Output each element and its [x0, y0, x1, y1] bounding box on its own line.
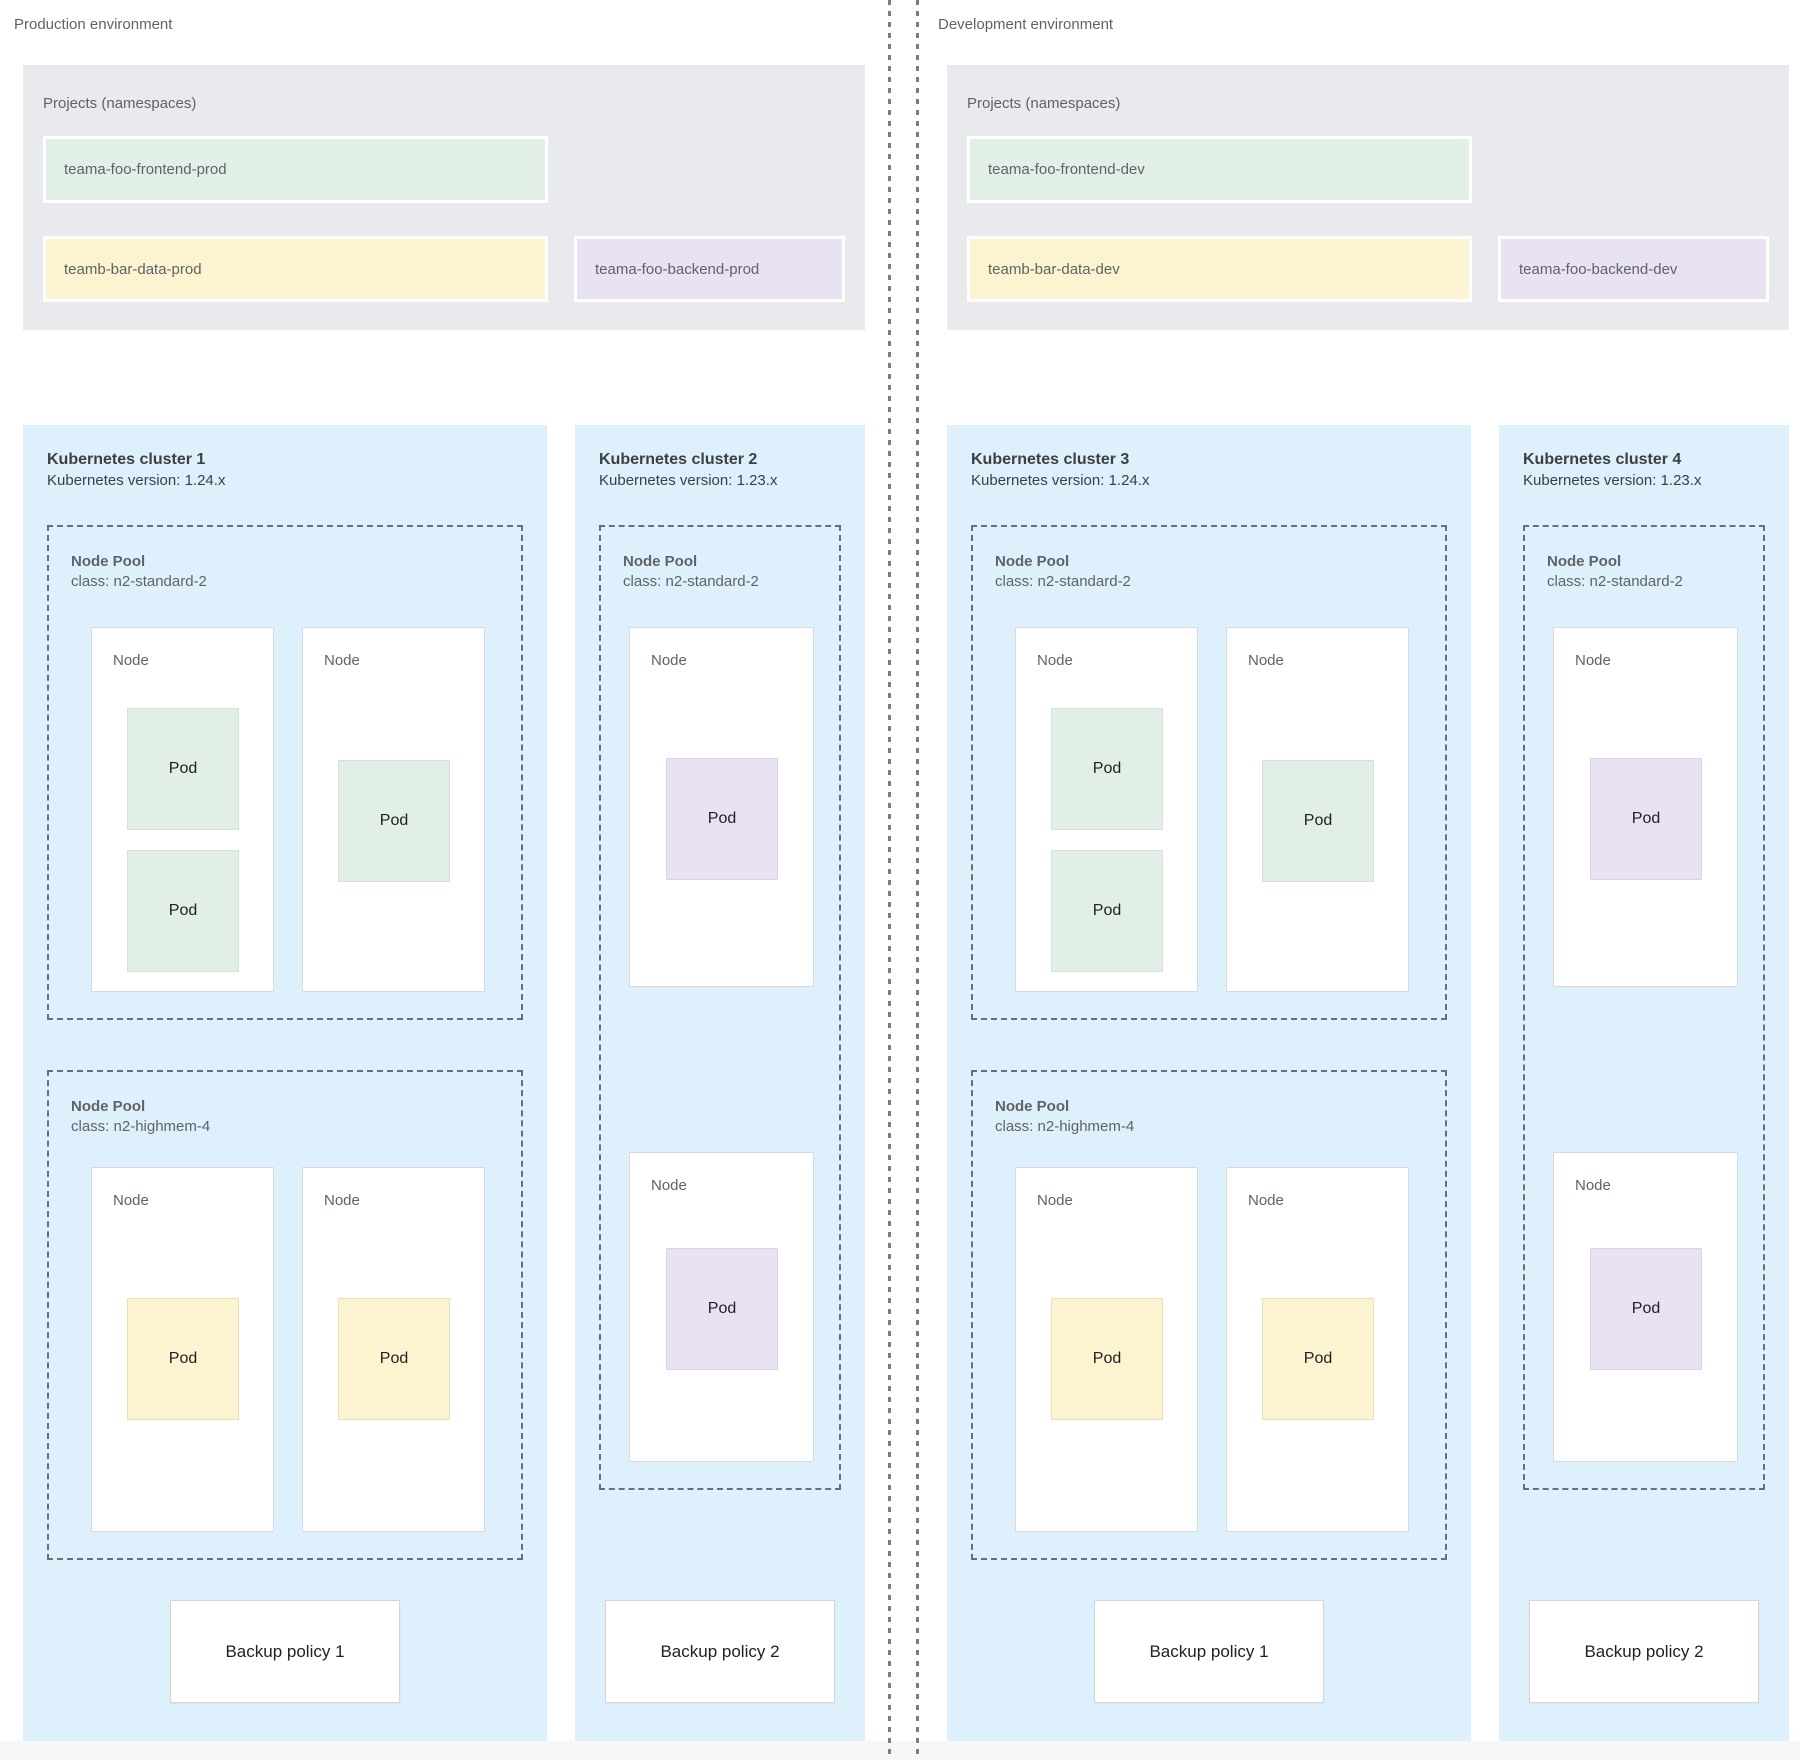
- node-label: Node: [1248, 1192, 1284, 1209]
- node-label: Node: [113, 652, 149, 669]
- node-pool-highmem: Node Pool class: n2-highmem-4 Node Pod N…: [47, 1070, 523, 1560]
- cluster-title: Kubernetes cluster 1: [47, 451, 206, 468]
- node-pool-standard: Node Pool class: n2-standard-2 Node Pod …: [47, 525, 523, 1020]
- bottom-margin-strip: [0, 1741, 1800, 1760]
- node: Node Pod: [1226, 627, 1409, 992]
- node-pool-standard: Node Pool class: n2-standard-2 Node Pod …: [1523, 525, 1765, 1490]
- node-label: Node: [1037, 1192, 1073, 1209]
- node-label: Node: [651, 1177, 687, 1194]
- projects-namespaces-box: Projects (namespaces) teama-foo-frontend…: [947, 65, 1789, 330]
- namespace-frontend: teama-foo-frontend-dev: [967, 136, 1472, 203]
- node-pool-class: class: n2-standard-2: [1547, 573, 1683, 590]
- kubernetes-cluster-3: Kubernetes cluster 3 Kubernetes version:…: [947, 425, 1471, 1741]
- node-label: Node: [324, 1192, 360, 1209]
- namespace-data: teamb-bar-data-prod: [43, 236, 548, 302]
- pod: Pod: [127, 850, 239, 972]
- kubernetes-cluster-4: Kubernetes cluster 4 Kubernetes version:…: [1499, 425, 1789, 1741]
- pod: Pod: [1590, 1248, 1702, 1370]
- node-pool-class: class: n2-highmem-4: [71, 1118, 211, 1135]
- cluster-title: Kubernetes cluster 2: [599, 451, 758, 468]
- node-pool-class: class: n2-standard-2: [623, 573, 759, 590]
- pod: Pod: [1262, 760, 1374, 882]
- backup-policy-1: Backup policy 1: [170, 1600, 400, 1703]
- cluster-version: Kubernetes version: 1.23.x: [599, 472, 778, 489]
- node: Node Pod: [1015, 1167, 1198, 1532]
- pod: Pod: [1051, 1298, 1163, 1420]
- pod: Pod: [666, 758, 778, 880]
- backup-policy-2: Backup policy 2: [605, 1600, 835, 1703]
- namespace-data: teamb-bar-data-dev: [967, 236, 1472, 302]
- node-label: Node: [1575, 1177, 1611, 1194]
- node: Node Pod: [629, 627, 814, 987]
- projects-title: Projects (namespaces): [43, 95, 197, 112]
- node-pool-standard: Node Pool class: n2-standard-2 Node Pod …: [971, 525, 1447, 1020]
- node: Node Pod: [91, 1167, 274, 1532]
- projects-title: Projects (namespaces): [967, 95, 1121, 112]
- node: Node Pod: [1553, 627, 1738, 987]
- node-pool-class: class: n2-highmem-4: [995, 1118, 1135, 1135]
- environment-label: Development environment: [938, 16, 1114, 33]
- node: Node Pod: [1553, 1152, 1738, 1462]
- kubernetes-cluster-1: Kubernetes cluster 1 Kubernetes version:…: [23, 425, 547, 1741]
- node-label: Node: [1037, 652, 1073, 669]
- cluster-title: Kubernetes cluster 4: [1523, 451, 1682, 468]
- node: Node Pod: [302, 627, 485, 992]
- node: Node Pod Pod: [1015, 627, 1198, 992]
- environment-development: Development environment Projects (namesp…: [924, 0, 1800, 1760]
- pod: Pod: [127, 1298, 239, 1420]
- node-pool-title: Node Pool: [71, 1098, 146, 1115]
- node: Node Pod: [629, 1152, 814, 1462]
- backup-policy-2: Backup policy 2: [1529, 1600, 1759, 1703]
- node-pool-title: Node Pool: [995, 1098, 1070, 1115]
- node: Node Pod Pod: [91, 627, 274, 992]
- node-label: Node: [1575, 652, 1611, 669]
- environment-divider-line: [916, 0, 919, 1760]
- pod: Pod: [1051, 850, 1163, 972]
- backup-policy-1: Backup policy 1: [1094, 1600, 1324, 1703]
- pod: Pod: [338, 760, 450, 882]
- kubernetes-cluster-2: Kubernetes cluster 2 Kubernetes version:…: [575, 425, 865, 1741]
- environment-production: Production environment Projects (namespa…: [14, 16, 865, 1741]
- node-label: Node: [651, 652, 687, 669]
- namespace-backend: teama-foo-backend-prod: [574, 236, 845, 302]
- namespace-backend: teama-foo-backend-dev: [1498, 236, 1769, 302]
- node-pool-highmem: Node Pool class: n2-highmem-4 Node Pod N…: [971, 1070, 1447, 1560]
- node-label: Node: [324, 652, 360, 669]
- node-label: Node: [113, 1192, 149, 1209]
- node-pool-title: Node Pool: [623, 553, 698, 570]
- pod: Pod: [666, 1248, 778, 1370]
- pod: Pod: [1051, 708, 1163, 830]
- node-pool-title: Node Pool: [71, 553, 146, 570]
- pod: Pod: [338, 1298, 450, 1420]
- namespace-frontend: teama-foo-frontend-prod: [43, 136, 548, 203]
- node-pool-title: Node Pool: [1547, 553, 1622, 570]
- cluster-version: Kubernetes version: 1.24.x: [47, 472, 226, 489]
- node-pool-title: Node Pool: [995, 553, 1070, 570]
- cluster-version: Kubernetes version: 1.23.x: [1523, 472, 1702, 489]
- node-pool-class: class: n2-standard-2: [995, 573, 1131, 590]
- projects-namespaces-box: Projects (namespaces) teama-foo-frontend…: [23, 65, 865, 330]
- node-pool-class: class: n2-standard-2: [71, 573, 207, 590]
- cluster-version: Kubernetes version: 1.24.x: [971, 472, 1150, 489]
- node-label: Node: [1248, 652, 1284, 669]
- node-pool-standard: Node Pool class: n2-standard-2 Node Pod …: [599, 525, 841, 1490]
- environment-label: Production environment: [14, 16, 173, 33]
- cluster-title: Kubernetes cluster 3: [971, 451, 1130, 468]
- pod: Pod: [1262, 1298, 1374, 1420]
- pod: Pod: [127, 708, 239, 830]
- pod: Pod: [1590, 758, 1702, 880]
- environment-divider-line: [888, 0, 891, 1760]
- node: Node Pod: [1226, 1167, 1409, 1532]
- node: Node Pod: [302, 1167, 485, 1532]
